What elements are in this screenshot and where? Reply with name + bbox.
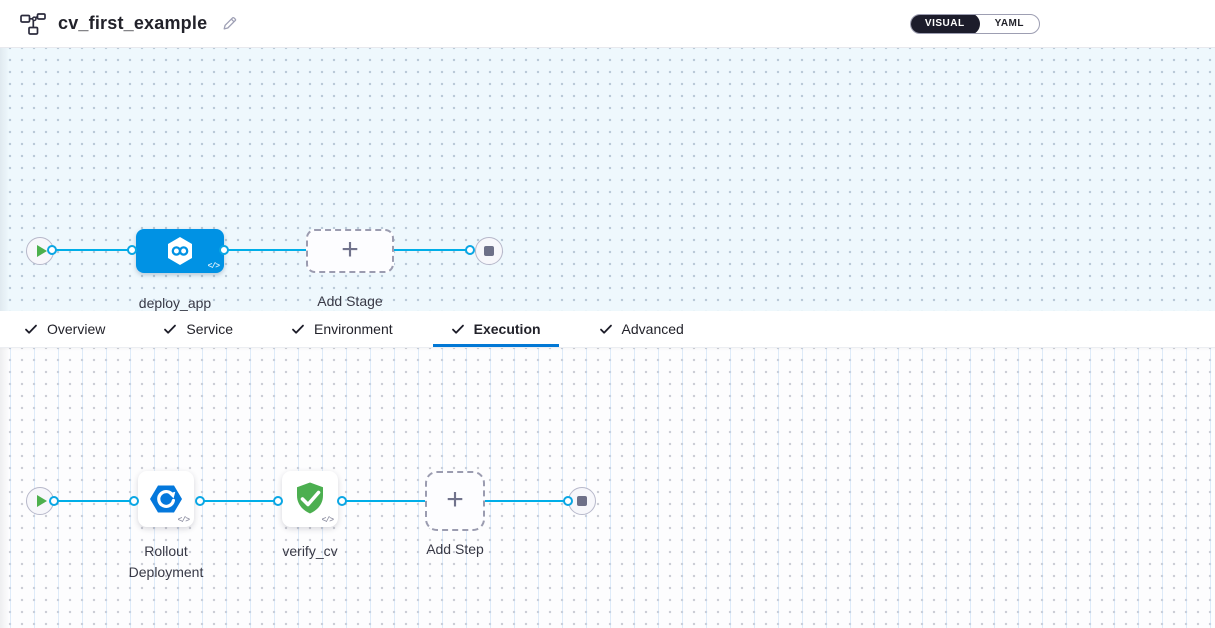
connector-port <box>129 496 139 506</box>
pipeline-header: cv_first_example VISUAL YAML <box>0 0 1215 48</box>
stage-config-tabs: Overview Service Environment Execution A… <box>0 311 1215 348</box>
connector-line <box>485 500 568 502</box>
check-icon <box>164 324 177 334</box>
connector-line <box>342 500 425 502</box>
pencil-icon <box>223 16 236 30</box>
toggle-visual-button[interactable]: VISUAL <box>910 14 980 33</box>
connector-port <box>273 496 283 506</box>
edit-pipeline-name-button[interactable] <box>219 14 239 34</box>
play-icon <box>36 495 47 507</box>
tab-label: Advanced <box>621 321 684 337</box>
connector-line <box>52 249 136 251</box>
tab-label: Environment <box>314 321 393 337</box>
connector-port <box>47 245 57 255</box>
add-step-button[interactable]: + <box>425 471 485 531</box>
check-icon <box>599 324 612 334</box>
visual-yaml-toggle: VISUAL YAML <box>909 13 1040 34</box>
page-title: cv_first_example <box>58 13 208 33</box>
stage-label: deploy_app <box>138 295 212 311</box>
stage-graph-canvas[interactable]: </> + deploy_app Add Stage <box>0 48 1215 311</box>
execution-end-node[interactable] <box>568 487 596 515</box>
code-icon: </> <box>207 262 220 271</box>
tab-environment[interactable]: Environment <box>273 311 411 347</box>
tab-label: Service <box>186 321 234 337</box>
connector-line <box>200 500 278 502</box>
cd-stage-icon <box>168 237 192 265</box>
rollout-deployment-icon <box>150 485 182 513</box>
step-rollout-deployment[interactable]: </> <box>138 471 194 527</box>
tab-label: Execution <box>473 321 541 337</box>
connector-line <box>54 500 134 502</box>
tab-service[interactable]: Service <box>145 311 251 347</box>
connector-port <box>465 245 475 255</box>
code-icon: </> <box>177 516 190 525</box>
add-stage-button[interactable]: + <box>306 229 394 273</box>
connector-port <box>337 496 347 506</box>
tab-execution[interactable]: Execution <box>432 311 559 347</box>
check-icon <box>292 324 304 334</box>
pipeline-icon <box>20 12 46 35</box>
play-icon <box>36 245 47 257</box>
connector-port <box>219 245 229 255</box>
rollout-step-label: Rollout Deployment <box>128 543 204 580</box>
execution-graph-canvas[interactable]: </> </> + Rollout Deployment verify_cv A… <box>0 348 1215 628</box>
add-stage-label: Add Stage <box>317 293 383 309</box>
check-icon <box>25 324 37 334</box>
stop-icon <box>577 496 587 506</box>
connector-line <box>224 249 306 251</box>
connector-port <box>49 496 59 506</box>
connector-port <box>195 496 205 506</box>
tab-overview[interactable]: Overview <box>6 311 123 347</box>
connector-port <box>127 245 137 255</box>
stage-deploy-app[interactable]: </> <box>136 229 224 273</box>
tab-label: Overview <box>47 321 106 337</box>
connector-line <box>394 249 470 251</box>
step-verify-cv[interactable]: </> <box>282 471 338 527</box>
add-step-label: Add Step <box>426 541 484 557</box>
check-icon <box>451 324 464 334</box>
pipeline-end-node[interactable] <box>475 237 503 265</box>
tab-advanced[interactable]: Advanced <box>581 311 702 347</box>
connector-port <box>563 496 573 506</box>
plus-icon: + <box>446 482 464 516</box>
toggle-yaml-button[interactable]: YAML <box>994 18 1024 29</box>
stop-icon <box>484 246 494 256</box>
shield-check-icon <box>297 482 323 514</box>
verify-step-label: verify_cv <box>282 543 338 559</box>
code-icon: </> <box>321 516 334 525</box>
plus-icon: + <box>341 232 359 266</box>
